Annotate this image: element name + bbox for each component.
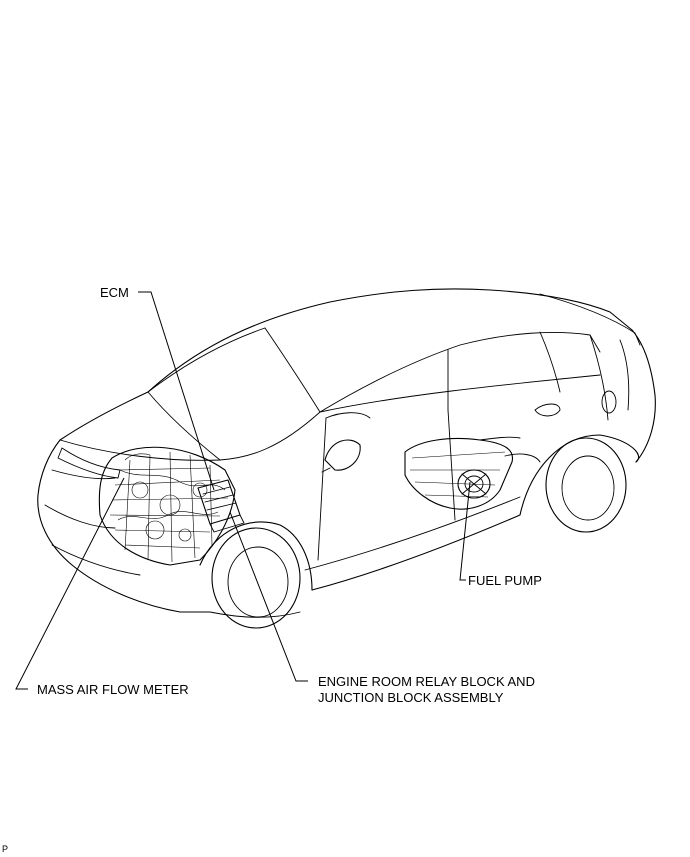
- relay-block-label-line2: JUNCTION BLOCK ASSEMBLY: [318, 690, 504, 705]
- corner-mark: P: [2, 844, 9, 854]
- car-outline-icon: [37, 288, 656, 629]
- mass-air-flow-meter-label: MASS AIR FLOW METER: [37, 682, 189, 697]
- engine-assembly-icon: [98, 446, 236, 566]
- leader-lines: [15, 291, 471, 690]
- ecm-unit-icon: [197, 479, 245, 533]
- ecm-label: ECM: [100, 285, 129, 300]
- relay-block-label-line1: ENGINE ROOM RELAY BLOCK AND: [318, 674, 535, 689]
- fuel-tank-icon: [404, 436, 541, 510]
- fuel-pump-icon: [457, 469, 491, 499]
- fuel-pump-label: FUEL PUMP: [468, 573, 542, 588]
